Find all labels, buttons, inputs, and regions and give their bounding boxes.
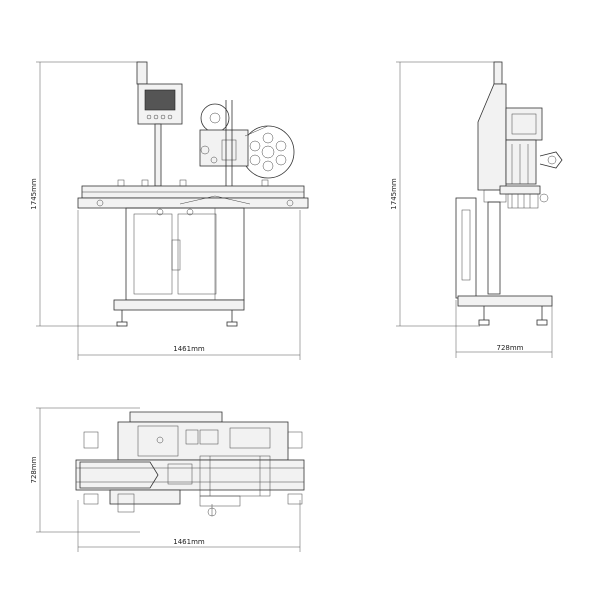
panel-button: [160, 114, 166, 120]
conveyor: [77, 179, 309, 216]
labeling-head: [199, 100, 295, 186]
side-column: [487, 201, 501, 295]
panel-button: [167, 114, 173, 120]
base-frame: [113, 299, 245, 327]
side-base: [457, 295, 553, 326]
flow-direction-arrow: [79, 461, 159, 489]
side-width-dimension: 728mm: [455, 300, 553, 358]
panel-button: [146, 114, 152, 120]
top-width-dimension: 1461mm: [77, 500, 301, 552]
top-base-unit: [83, 489, 303, 517]
signal-light-tower: [136, 61, 148, 85]
side-height-dimension: 1745mm: [390, 61, 500, 327]
hmi-screen: [144, 89, 176, 111]
side-labeling-head: [477, 83, 563, 209]
side-cabinet: [455, 197, 477, 299]
panel-button: [153, 114, 159, 120]
front-width-dimension: 1461mm: [77, 210, 301, 360]
side-height-label: 1745mm: [390, 178, 398, 210]
top-right-post: [287, 431, 303, 449]
front-height-label: 1745mm: [30, 178, 38, 210]
front-width-label: 1461mm: [173, 345, 205, 353]
top-left-post: [83, 431, 99, 449]
panel-post: [154, 123, 162, 187]
top-head-unit: [83, 411, 303, 461]
side-width-label: 728mm: [497, 344, 524, 352]
top-conveyor: [75, 455, 305, 497]
top-height-dimension: 728mm: [30, 407, 140, 533]
top-width-label: 1461mm: [173, 538, 205, 546]
top-height-label: 728mm: [30, 456, 38, 483]
side-signal-light: [493, 61, 503, 85]
side-view: 1745mm: [390, 61, 563, 358]
top-view: 728mm: [30, 407, 305, 552]
cabinet: [125, 207, 245, 301]
front-view: 1745mm: [30, 61, 309, 360]
